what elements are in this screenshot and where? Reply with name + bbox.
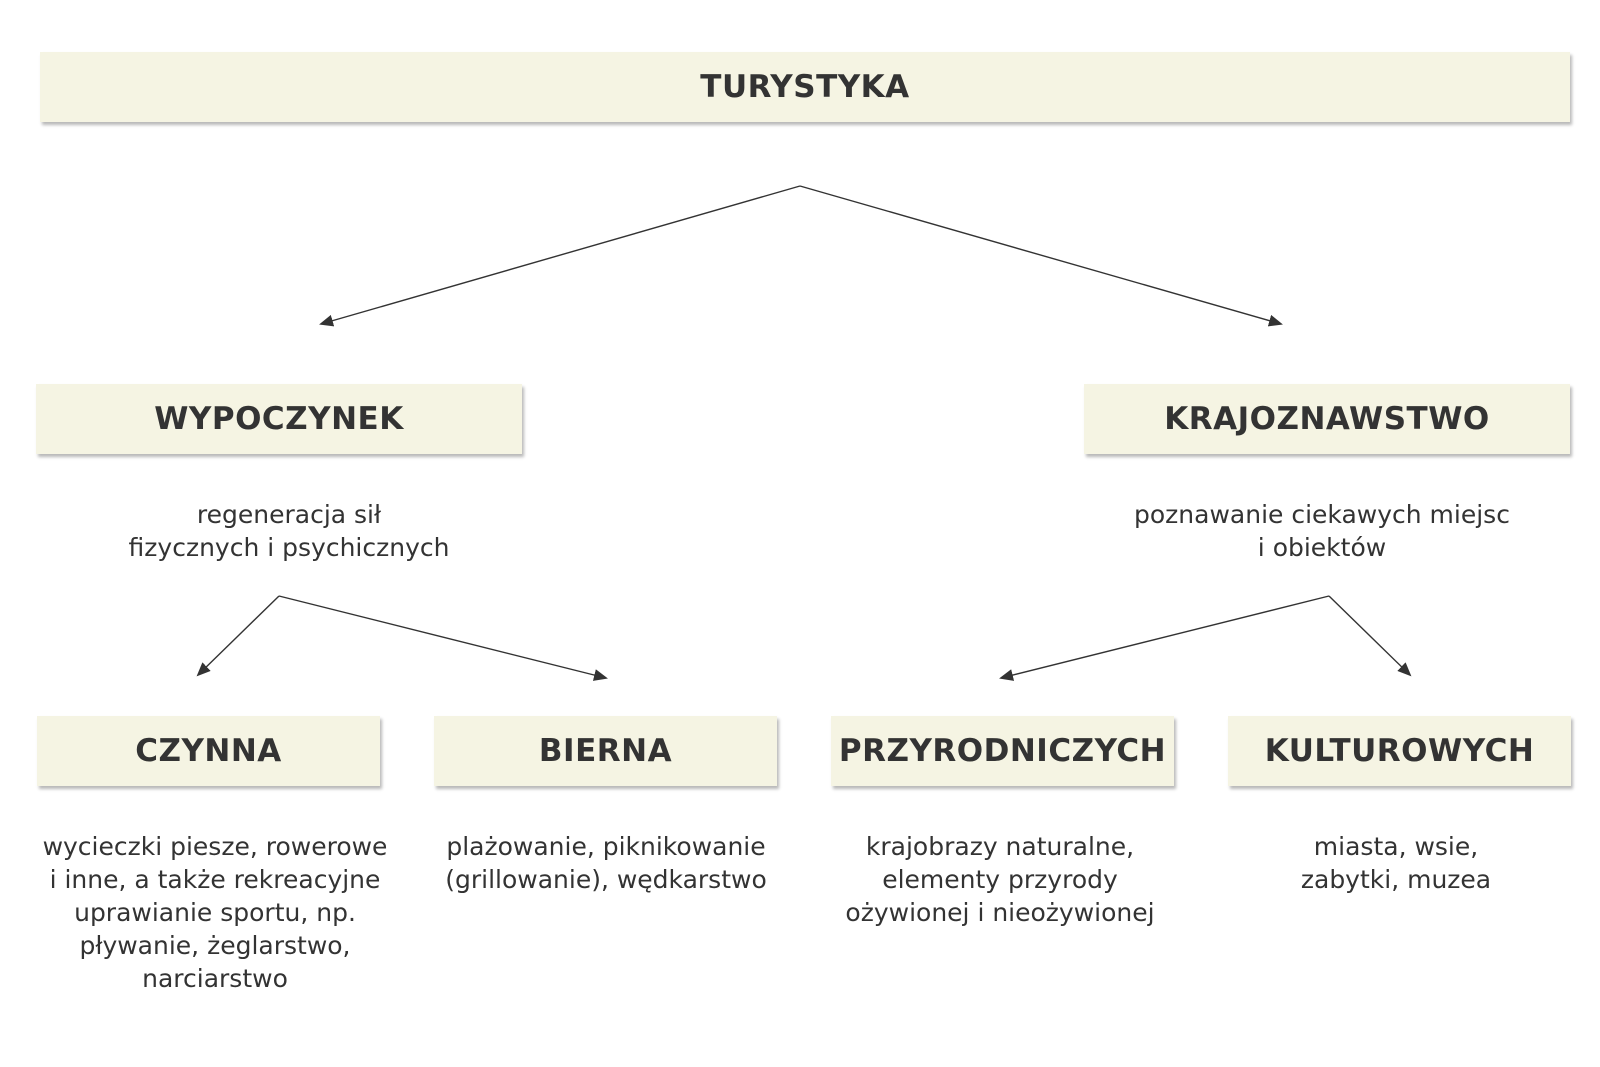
- przyrodniczych-label: PRZYRODNICZYCH: [838, 733, 1167, 769]
- czynna-label: CZYNNA: [135, 733, 282, 769]
- wypoczynek-label: WYPOCZYNEK: [154, 401, 404, 437]
- description-line: elementy przyrody: [882, 865, 1118, 894]
- kulturowych-description: miasta, wsie, zabytki, muzea: [1196, 830, 1596, 896]
- description-line: krajobrazy naturalne,: [865, 832, 1135, 861]
- arrow-krajoznawstwo-to-przyrodniczych: [999, 595, 1330, 681]
- description-line: plażowanie, piknikowanie: [446, 832, 766, 861]
- bierna-description: plażowanie, piknikowanie (grillowanie), …: [406, 830, 806, 896]
- krajoznawstwo-description: poznawanie ciekawych miejsc i obiektów: [1112, 498, 1532, 564]
- description-line: regeneracja sił: [196, 500, 382, 529]
- description-line: pływanie, żeglarstwo,: [79, 931, 351, 960]
- description-line: (grillowanie), wędkarstwo: [445, 865, 767, 894]
- description-line: poznawanie ciekawych miejsc: [1134, 500, 1510, 529]
- root-label: TURYSTYKA: [700, 69, 910, 105]
- root-box-turystyka: TURYSTYKA: [40, 52, 1570, 122]
- krajoznawstwo-label: KRAJOZNAWSTWO: [1164, 401, 1490, 437]
- arrow-root-to-krajoznawstwo: [799, 185, 1283, 327]
- przyrodniczych-description: krajobrazy naturalne, elementy przyrody …: [800, 830, 1200, 929]
- box-czynna: CZYNNA: [37, 716, 380, 786]
- box-krajoznawstwo: KRAJOZNAWSTWO: [1084, 384, 1570, 454]
- arrow-krajoznawstwo-to-kulturowych: [1328, 595, 1412, 677]
- arrow-wypoczynek-to-czynna: [196, 595, 280, 677]
- czynna-description: wycieczki piesze, rowerowe i inne, a tak…: [15, 830, 415, 995]
- arrow-root-to-wypoczynek: [319, 185, 801, 327]
- description-line: narciarstwo: [142, 964, 288, 993]
- bierna-label: BIERNA: [538, 733, 673, 769]
- description-line: i obiektów: [1257, 533, 1387, 562]
- box-wypoczynek: WYPOCZYNEK: [36, 384, 522, 454]
- box-kulturowych: KULTUROWYCH: [1228, 716, 1571, 786]
- wypoczynek-description: regeneracja sił fizycznych i psychicznyc…: [79, 498, 499, 564]
- box-przyrodniczych: PRZYRODNICZYCH: [831, 716, 1174, 786]
- description-line: zabytki, muzea: [1300, 865, 1492, 894]
- description-line: wycieczki piesze, rowerowe: [42, 832, 388, 861]
- description-line: i inne, a także rekreacyjne: [49, 865, 381, 894]
- arrow-wypoczynek-to-bierna: [278, 595, 608, 681]
- description-line: uprawianie sportu, np.: [74, 898, 356, 927]
- description-line: fizycznych i psychicznych: [128, 533, 450, 562]
- box-bierna: BIERNA: [434, 716, 777, 786]
- description-line: miasta, wsie,: [1313, 832, 1479, 861]
- description-line: ożywionej i nieożywionej: [845, 898, 1155, 927]
- kulturowych-label: KULTUROWYCH: [1264, 733, 1535, 769]
